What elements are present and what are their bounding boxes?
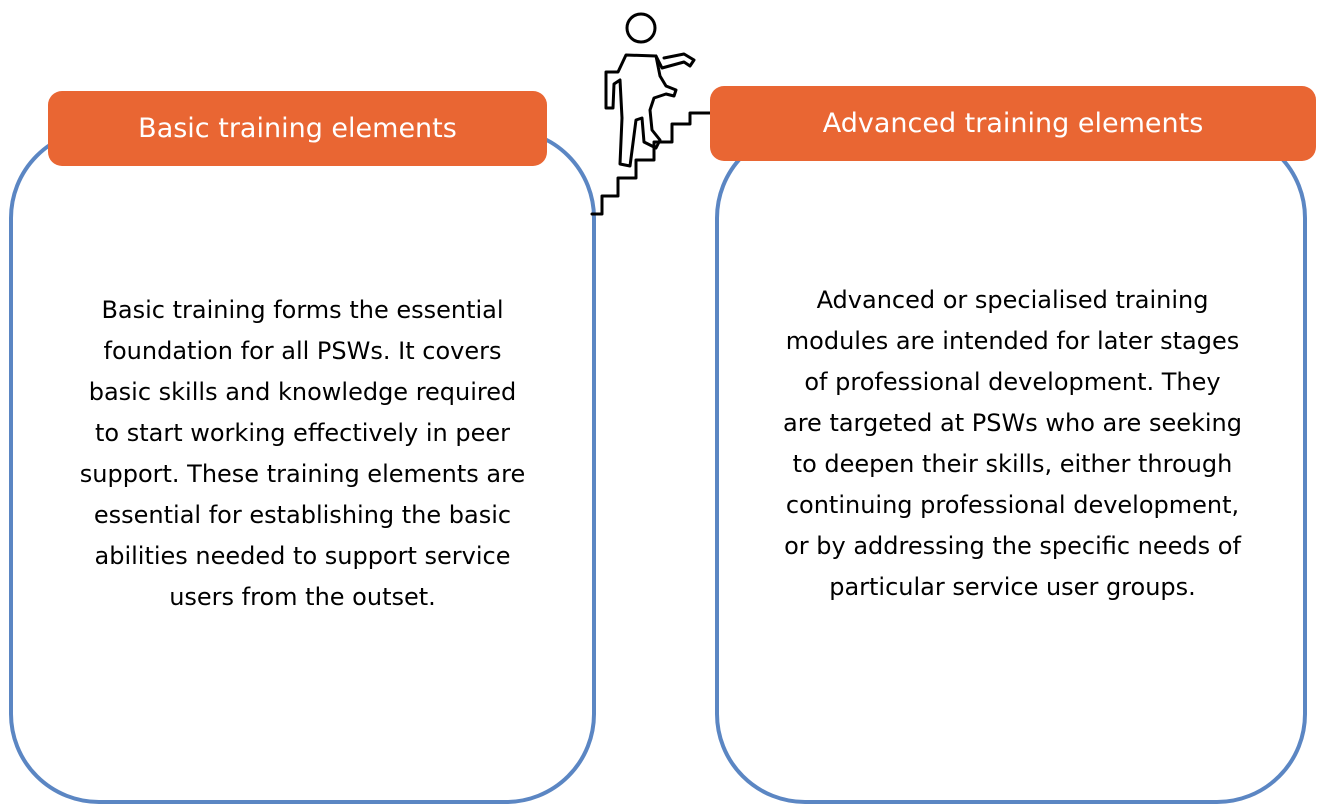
advanced-text-line: of professional development. They xyxy=(804,368,1221,396)
basic-text-line: Basic training forms the essential xyxy=(101,296,504,324)
basic-text-line: support. These training elements are xyxy=(79,460,526,488)
person-climbing-stairs-icon xyxy=(590,12,712,216)
stairs-icon xyxy=(590,111,712,216)
advanced-training-header: Advanced training elements xyxy=(710,86,1316,161)
basic-training-card xyxy=(9,128,596,804)
basic-text-line: users from the outset. xyxy=(169,583,436,611)
advanced-text-line: are targeted at PSWs who are seeking xyxy=(783,409,1242,437)
basic-text-line: abilities needed to support service xyxy=(94,542,511,570)
advanced-text-line: or by addressing the specific needs of xyxy=(784,532,1241,560)
advanced-text-line: particular service user groups. xyxy=(829,573,1196,601)
advanced-training-card xyxy=(715,128,1307,804)
basic-text-line: to start working effectively in peer xyxy=(94,419,511,447)
basic-text-line: basic skills and knowledge required xyxy=(88,378,517,406)
body-outline xyxy=(604,53,678,168)
advanced-training-title: Advanced training elements xyxy=(822,108,1204,139)
advanced-text-line: to deepen their skills, either through xyxy=(792,450,1233,478)
head-shape xyxy=(625,12,657,44)
basic-training-description: Basic training forms the essential found… xyxy=(40,290,565,618)
basic-training-header: Basic training elements xyxy=(48,91,547,166)
basic-training-title: Basic training elements xyxy=(138,113,457,144)
advanced-training-description: Advanced or specialised training modules… xyxy=(730,280,1295,608)
basic-text-line: foundation for all PSWs. It covers xyxy=(103,337,502,365)
basic-text-line: essential for establishing the basic xyxy=(93,501,512,529)
advanced-text-line: continuing professional development, xyxy=(785,491,1240,519)
advanced-text-line: modules are intended for later stages xyxy=(785,327,1240,355)
advanced-text-line: Advanced or specialised training xyxy=(816,286,1209,314)
arm-outline xyxy=(654,52,696,70)
